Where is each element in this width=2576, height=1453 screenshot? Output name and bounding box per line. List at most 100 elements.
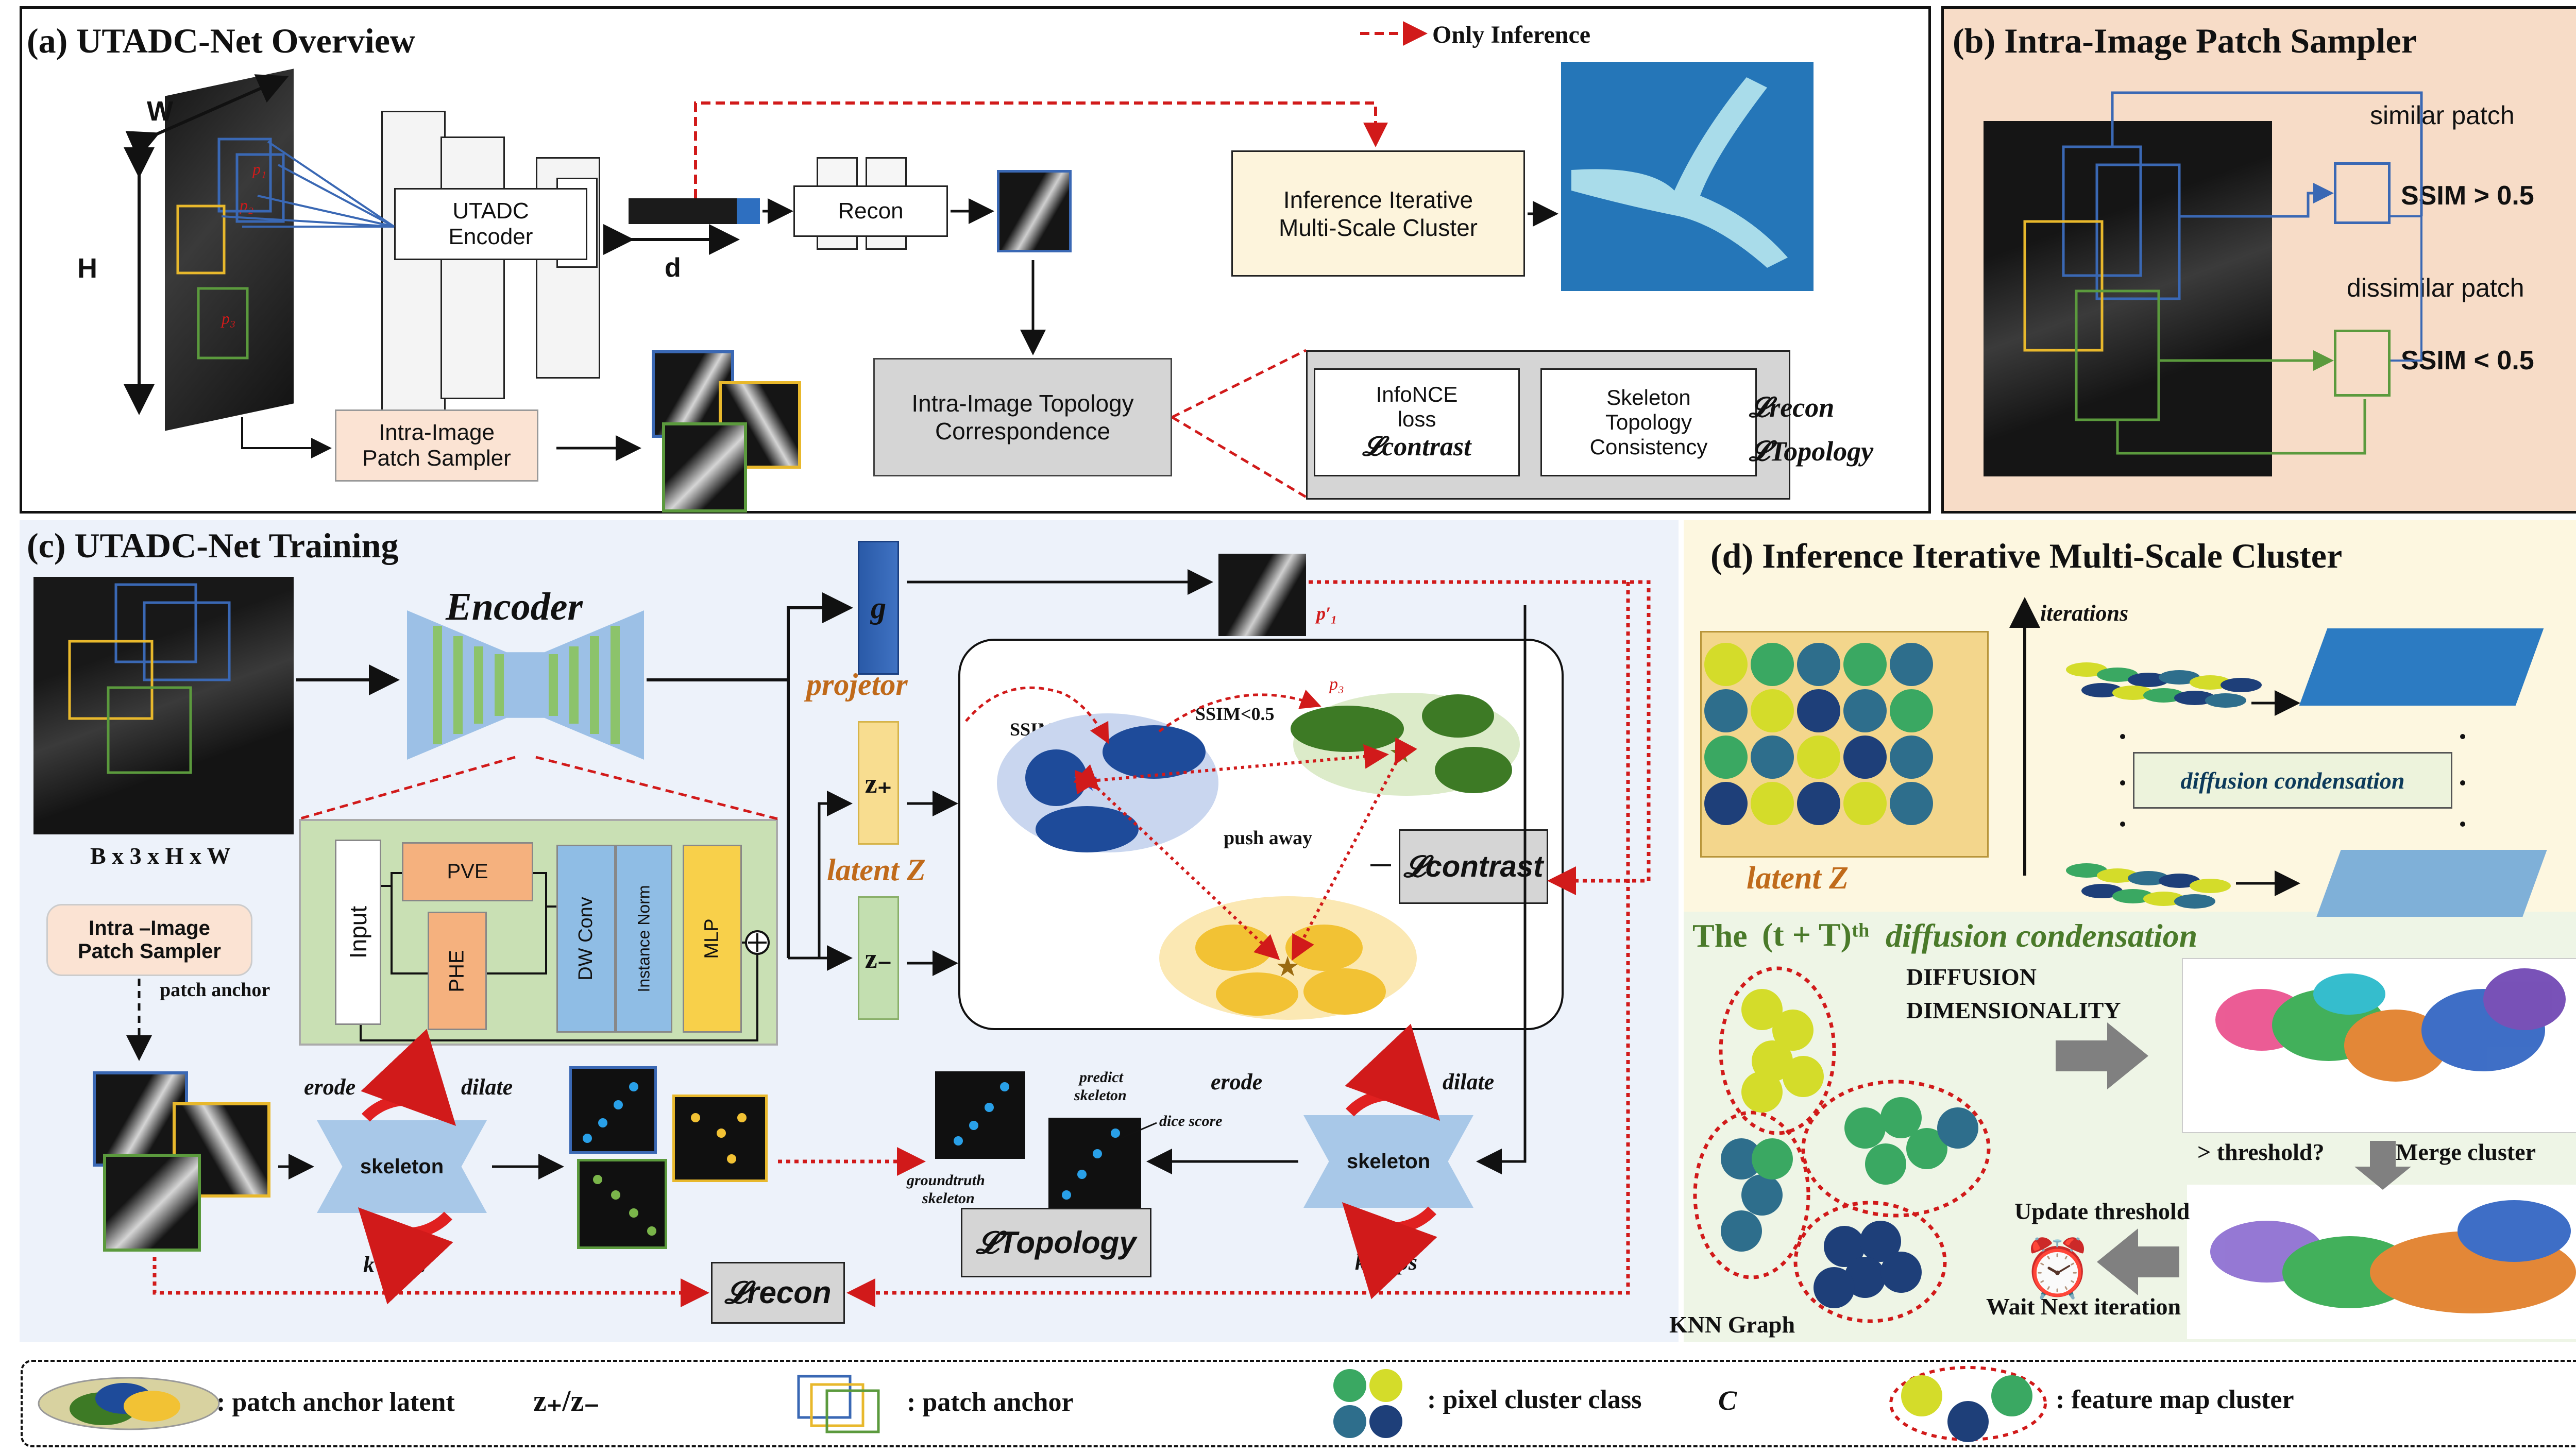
encoder-to-branches <box>647 592 853 681</box>
dim-w-arrow <box>125 74 289 160</box>
topo-label-1: Intra-Image Topology <box>911 390 1134 417</box>
latent-cube-grid <box>1704 643 1933 825</box>
c-patch-blue-1 <box>114 583 197 663</box>
loss-contrast-formula: 𝓛contrast <box>1362 432 1471 461</box>
recon-loss-label: 𝓛recon <box>724 1275 832 1310</box>
pred-skeleton-label-2: skeleton <box>1074 1087 1127 1104</box>
skel-label-3: Consistency <box>1589 435 1708 459</box>
skeleton-dots-yellow <box>690 1112 748 1165</box>
only-inference-path <box>694 101 1388 198</box>
recon-box: Recon <box>793 185 948 237</box>
erode-label-right: erode <box>1211 1069 1263 1095</box>
diffusion-dimensionality-label-1: DIFFUSION <box>1906 964 2037 990</box>
block-pve-label: PVE <box>447 860 488 883</box>
legend-class-navy <box>1369 1405 1402 1438</box>
only-inference-label: Only Inference <box>1432 21 1591 48</box>
b-similar-line-2 <box>2179 183 2334 218</box>
projected-to-recon-dotted <box>846 582 1630 1307</box>
contrast-loss-box: 𝓛contrast <box>1399 829 1548 904</box>
loss-topology-formula: 𝓛Topology <box>1749 436 1874 467</box>
push-arrow-blue-yellow <box>1073 764 1280 961</box>
dim-h-label: H <box>77 253 97 284</box>
c-patch-blue-2 <box>143 601 231 681</box>
p1-prime-label: p′₁ <box>1316 603 1337 624</box>
diffusion-condensation-label: diffusion condensation <box>2180 767 2405 794</box>
ssim-high-label: SSIM > 0.5 <box>2401 181 2534 211</box>
ssim-low-label: SSIM < 0.5 <box>2401 346 2534 375</box>
arrow-input-to-sampler <box>241 417 332 458</box>
detail-skip <box>360 954 758 1041</box>
dilate-label-right: dilate <box>1443 1069 1495 1095</box>
latent-z-cube-label: latent Z <box>1747 861 1849 896</box>
b-patch-green <box>2075 289 2160 421</box>
encoder-label-2: Encoder <box>448 224 533 249</box>
panel-d-title: (d) Inference Iterative Multi-Scale Clus… <box>1710 536 2343 575</box>
embedding-clusters <box>2215 968 2566 1082</box>
projected-patch <box>1218 554 1306 636</box>
detail-phe-to-dw <box>487 907 547 975</box>
block-phe: PHE <box>428 912 487 1030</box>
sampler-label-1: Intra-Image <box>379 420 495 445</box>
merged-clusters <box>2210 1200 2576 1313</box>
legend-item4-text: : feature map cluster <box>2056 1385 2294 1414</box>
input-fan-lines <box>221 141 395 228</box>
b-dissimilar-line-2 <box>2116 399 2366 455</box>
dilate-label-left: dilate <box>461 1074 513 1100</box>
skeleton-dots-blue <box>582 1081 1121 1201</box>
legend-class-green <box>1333 1369 1366 1402</box>
latent-vector-cap <box>737 198 760 224</box>
dice-pointer <box>1120 1122 1157 1139</box>
legend-anchor-green <box>825 1389 880 1433</box>
dissimilar-patch-box <box>2334 330 2391 397</box>
legend-anchor-yellow <box>810 1383 865 1427</box>
knn-graph <box>1693 966 1991 1323</box>
projected-to-contrast-dotted <box>1309 580 1651 895</box>
patch-p3-label: p₃ <box>222 309 236 328</box>
stacked-cluster-layer-top <box>2066 662 2262 708</box>
erode-dilate-cycle-right-2 <box>1342 1202 1437 1300</box>
diffusion-condensation-box: diffusion condensation <box>2133 752 2452 809</box>
arrow-embedding-to-merged <box>2354 1141 2411 1190</box>
input-patch-yellow <box>176 204 226 275</box>
legend-item1-text: : patch anchor latent <box>216 1388 455 1417</box>
latent-zminus-block: z₋ <box>858 896 899 1020</box>
input-dims-label: B x 3 x H x W <box>90 843 231 869</box>
block-pve: PVE <box>402 842 533 901</box>
legend-item2-text: : patch anchor <box>907 1388 1074 1417</box>
pred-skeleton-label-1: predict <box>1079 1069 1123 1086</box>
skeleton-patch-blue <box>569 1066 657 1154</box>
green-centroid-star: ★ <box>1388 737 1413 769</box>
infonce-loss-box: InfoNCE loss 𝓛contrast <box>1314 368 1520 476</box>
c-patch-yellow <box>68 640 154 720</box>
anchor-to-recon-dotted <box>152 1257 709 1307</box>
panel-a-overview <box>20 6 1931 514</box>
topology-to-loss-dashed-1 <box>1171 349 1307 419</box>
skeleton-right-label: skeleton <box>1346 1150 1431 1173</box>
sampler-label-2: Patch Sampler <box>362 446 511 471</box>
arrow-merged-to-update <box>2097 1228 2179 1295</box>
knn-graph-label: KNN Graph <box>1669 1311 1795 1338</box>
ssim-low-cluster-label: SSIM<0.5 <box>1195 704 1275 724</box>
legend-feature-green <box>1991 1375 2032 1416</box>
training-sampler-label-1: Intra –Image <box>89 917 210 939</box>
latent-z-label: latent Z <box>827 853 926 887</box>
projector-g-block: g <box>858 541 899 675</box>
block-input: Input <box>335 840 381 1025</box>
skeleton-block-left: skeleton <box>317 1120 487 1213</box>
skeleton-block-right: skeleton <box>1303 1115 1473 1208</box>
recon-output-patch <box>997 170 1072 252</box>
contrast-loss-label: 𝓛contrast <box>1403 849 1544 883</box>
b-similar-line <box>2111 91 2423 216</box>
patch-anchor-label: patch anchor <box>160 979 270 1001</box>
encoder-detail-dash-1 <box>298 756 516 820</box>
erode-label-left: erode <box>304 1074 356 1100</box>
block-instance-norm: Instance Norm <box>616 845 672 1033</box>
c-patch-green <box>107 686 192 774</box>
encoder-label-1: UTADC <box>452 198 529 224</box>
legend-item3-text: : pixel cluster class <box>1427 1385 1642 1414</box>
legend-feature-cluster-ring <box>1889 1366 2047 1441</box>
loss-recon-formula: 𝓛recon <box>1749 392 1835 423</box>
topology-to-loss-dashed-2 <box>1171 416 1307 499</box>
similar-patch-label: similar patch <box>2370 101 2515 130</box>
